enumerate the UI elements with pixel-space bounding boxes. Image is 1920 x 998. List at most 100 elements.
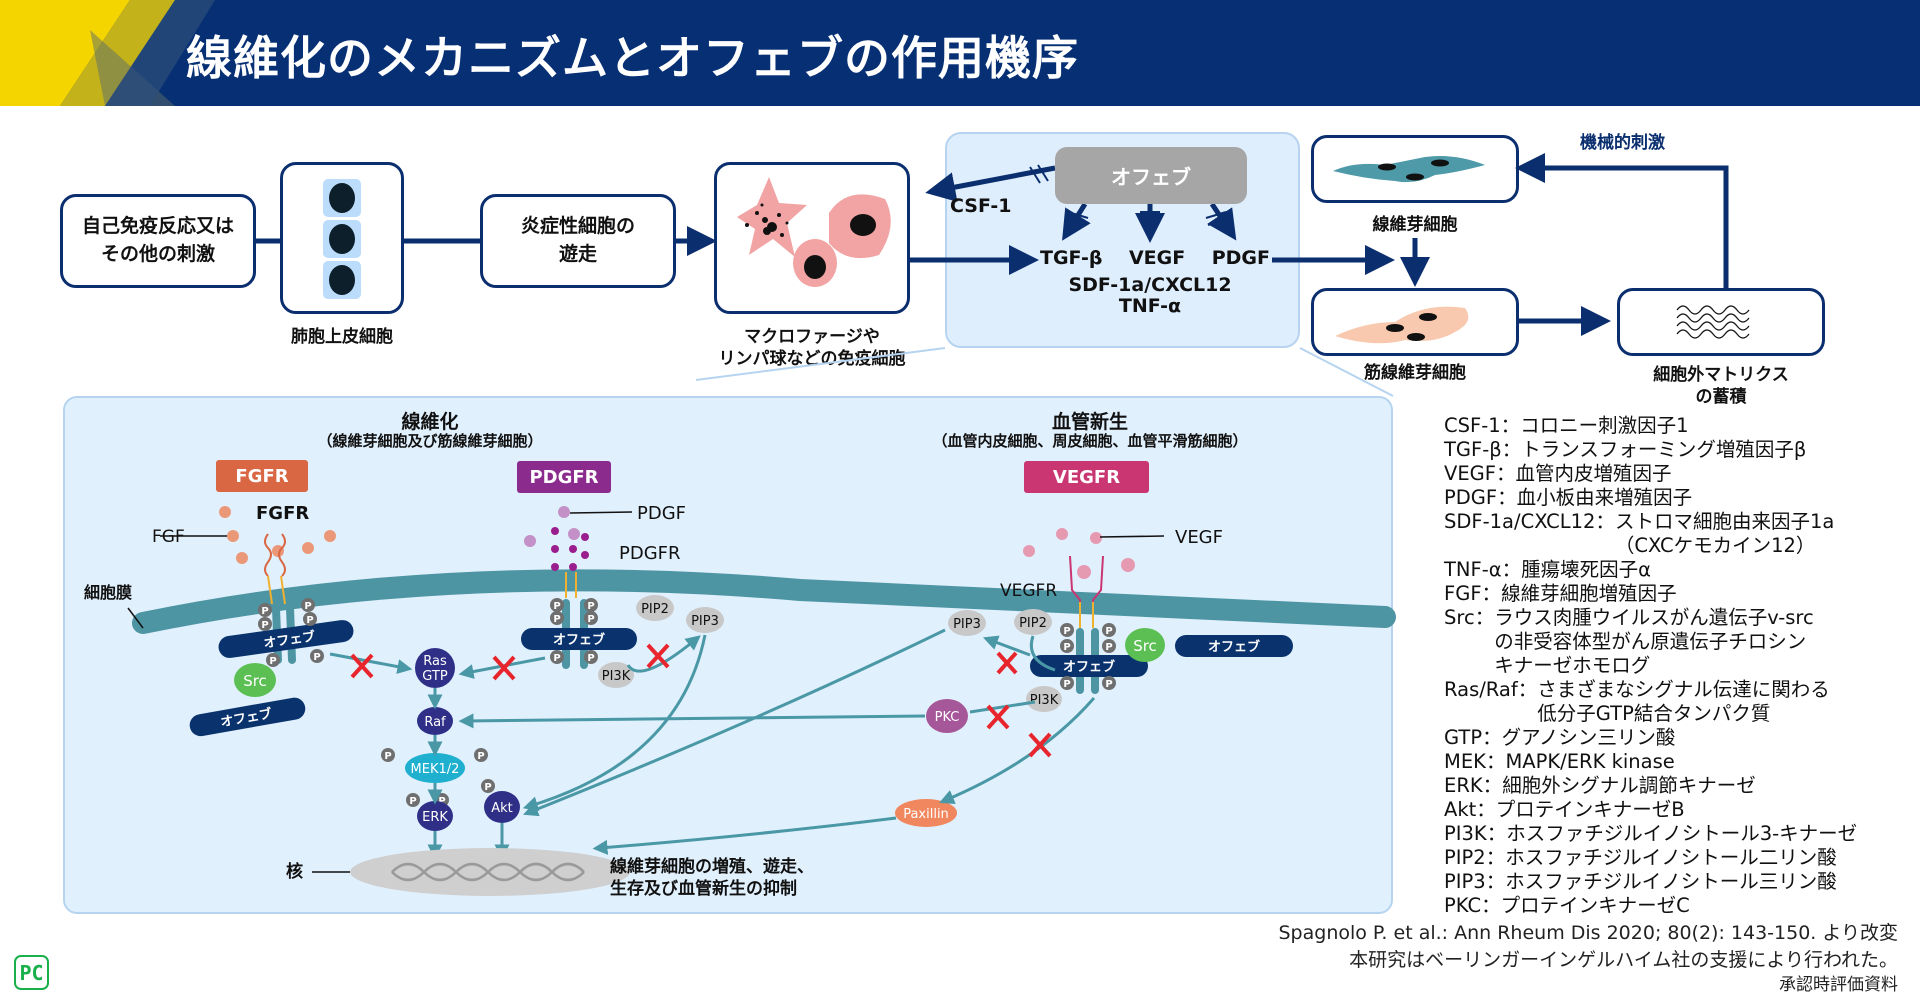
- drug-box-top: オフェブ: [1055, 147, 1247, 204]
- arrow-mechanical-feedback: [1515, 153, 1729, 288]
- pi3k-fibrosis: PI3K: [602, 669, 631, 684]
- top-flow-arrows: [256, 153, 1729, 397]
- outcome-text: 線維芽細胞の増殖、遊走、 生存及び血管新生の抑制: [610, 856, 814, 900]
- glossary-separator: ：: [1486, 822, 1507, 845]
- migration-line2: 遊走: [558, 243, 597, 265]
- factor-tnfa: TNF-α: [1118, 295, 1182, 317]
- pc-logo: PC: [14, 955, 49, 990]
- glossary-term: VEGF: [1444, 462, 1496, 485]
- ecm-caption-line2: の蓄積: [1695, 387, 1747, 408]
- badge-vegfr-label: VEGFR: [1052, 466, 1121, 488]
- akt-label: Akt: [491, 801, 513, 816]
- glossary-separator: ：: [1474, 606, 1495, 629]
- glossary-term: MEK: [1444, 750, 1486, 773]
- citation: Spagnolo P. et al.: Ann Rheum Dis 2020; …: [1278, 922, 1899, 944]
- svg-text:P: P: [1105, 642, 1112, 653]
- factor-vegf: VEGF: [1128, 247, 1186, 269]
- fgf-label: FGF: [152, 527, 185, 547]
- glossary-term: PI3K: [1444, 822, 1487, 845]
- glossary-entry: PI3K：ホスファチジルイノシトール3-キナーゼ: [1444, 822, 1857, 846]
- glossary-term: TNF-α: [1444, 558, 1502, 581]
- outcome-line1: 線維芽細胞の増殖、遊走、: [610, 857, 814, 877]
- glossary-term: Ras/Raf: [1444, 678, 1518, 701]
- fibroblast-box: [1311, 135, 1519, 203]
- ras-label: Ras: [423, 654, 447, 669]
- glossary-separator: ：: [1496, 462, 1516, 485]
- src-vegfr: Src: [1133, 637, 1157, 655]
- glossary-separator: ：: [1476, 798, 1496, 821]
- glossary-entry-continuation: Src：キナーゼホモログ: [1444, 654, 1857, 678]
- svg-text:P: P: [587, 614, 594, 625]
- glossary-definition: ホスファチジルイノシトール三リン酸: [1505, 870, 1837, 893]
- glossary-term: PIP3: [1444, 870, 1486, 893]
- glossary-entry: Ras/Raf：さまざまなシグナル伝達に関わる: [1444, 678, 1857, 702]
- glossary-definition: プロテインキナーゼB: [1495, 798, 1685, 821]
- glossary-definition: コロニー刺激因子1: [1520, 414, 1689, 437]
- badge-fgfr: FGFR: [216, 460, 308, 492]
- raf-label: Raf: [424, 715, 446, 730]
- arrow-drug-csf1: [925, 165, 1056, 202]
- glossary-entry: MEK：MAPK/ERK kinase: [1444, 750, 1857, 774]
- drug-label-fgfr: オフェブ: [263, 628, 317, 651]
- glossary-definition: グアノシン三リン酸: [1501, 726, 1676, 749]
- arrow-drug-pdgf: [1207, 202, 1237, 241]
- svg-text:P: P: [587, 653, 594, 664]
- glossary-separator: ：: [1500, 414, 1521, 437]
- factors-row: TGF-β VEGF PDGF: [1040, 247, 1270, 269]
- badge-fgfr-label: FGFR: [235, 465, 289, 487]
- stimulus-line1: 自己免疫反応又は: [81, 215, 234, 238]
- ecm-box: [1617, 288, 1825, 356]
- approval-note: 承認時評価資料: [1779, 975, 1898, 995]
- glossary-entry: SDF-1a/CXCL12：ストロマ細胞由来因子1a: [1444, 510, 1857, 534]
- glossary-definition: MAPK/ERK kinase: [1505, 750, 1675, 773]
- glossary-term: PDGF: [1444, 486, 1498, 509]
- nucleus-label: 核: [286, 862, 303, 882]
- glossary-definition-cont: キナーゼホモログ: [1494, 654, 1651, 677]
- svg-text:P: P: [304, 601, 311, 612]
- glossary-separator: ：: [1485, 870, 1506, 893]
- glossary-term: FGF: [1444, 582, 1482, 605]
- immune-cells-box: [714, 162, 910, 314]
- svg-text:P: P: [553, 614, 560, 625]
- glossary-separator: ：: [1497, 486, 1517, 509]
- fibroblast-caption: 線維芽細胞: [1372, 215, 1458, 235]
- glossary-definition: ストロマ細胞由来因子1a: [1614, 510, 1835, 533]
- fgf-ligands: [219, 506, 336, 564]
- arrow-drug-tgfb: [1062, 202, 1091, 241]
- glossary-separator: ：: [1485, 846, 1506, 869]
- glossary-definition-cont: （CXCケモカイン12）: [1614, 534, 1816, 557]
- glossary-definition: ホスファチジルイノシトール3-キナーゼ: [1506, 822, 1858, 845]
- glossary-definition-cont: 低分子GTP結合タンパク質: [1537, 702, 1771, 725]
- svg-text:P: P: [553, 653, 560, 664]
- glossary-entry: TNF-α：腫瘍壊死因子α: [1444, 558, 1857, 582]
- glossary-entry: GTP：グアノシン三リン酸: [1444, 726, 1857, 750]
- glossary-definition: 線維芽細胞増殖因子: [1501, 582, 1677, 605]
- pip2-fibrosis: PIP2: [641, 602, 669, 617]
- immune-caption: マクロファージや リンパ球などの免疫細胞: [690, 326, 934, 370]
- glossary-definition: プロテインキナーゼC: [1500, 894, 1690, 917]
- svg-text:P: P: [261, 606, 268, 617]
- pdgfr-label: PDGFR: [619, 543, 681, 564]
- factor-pdgf: PDGF: [1211, 247, 1270, 269]
- pkc-label: PKC: [935, 710, 960, 725]
- drug-box-label: オフェブ: [1111, 165, 1191, 189]
- svg-text:P: P: [1063, 642, 1070, 653]
- svg-text:P: P: [553, 601, 560, 612]
- factor-sdf1: SDF-1a/CXCL12: [1068, 274, 1232, 296]
- glossary-term: SDF-1a/CXCL12: [1444, 510, 1596, 533]
- pip3-fibrosis: PIP3: [691, 614, 719, 629]
- drug-label-vegfr: オフェブ: [1063, 659, 1115, 675]
- glossary-definition-cont: の非受容体型がん原遺伝子チロシン: [1494, 630, 1807, 653]
- glossary-separator: ：: [1481, 582, 1502, 605]
- inhibition-marks: [350, 643, 1052, 758]
- glossary-entry-continuation: Src：の非受容体型がん原遺伝子チロシン: [1444, 630, 1857, 654]
- glossary-definition: 血小板由来増殖因子: [1516, 486, 1693, 509]
- csf1-label: CSF-1: [950, 195, 1012, 217]
- svg-text:P: P: [313, 652, 320, 663]
- glossary-entry-continuation: Ras/Raf：低分子GTP結合タンパク質: [1444, 702, 1857, 726]
- ecm-illustration: [1676, 305, 1750, 339]
- myofibroblast-box: [1311, 288, 1519, 356]
- glossary-term: ERK: [1444, 774, 1483, 797]
- fgfr-label: FGFR: [256, 503, 310, 524]
- svg-text:P: P: [306, 615, 313, 626]
